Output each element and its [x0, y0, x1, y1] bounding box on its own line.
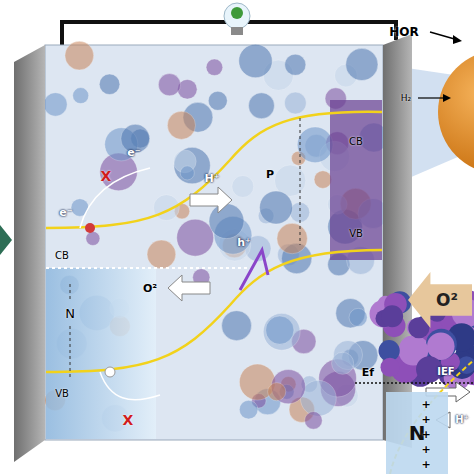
arrow-head: [443, 94, 451, 102]
particle: [260, 191, 293, 224]
p-band: [330, 100, 382, 260]
particle: [180, 166, 194, 180]
particle: [206, 59, 223, 76]
diagram-label: h⁺: [237, 237, 251, 248]
particle: [248, 93, 274, 119]
diagram-label: +: [421, 459, 430, 470]
particle: [458, 356, 474, 374]
particle: [239, 44, 272, 77]
diagram-label: e⁻: [127, 147, 140, 158]
particle: [65, 41, 94, 70]
electron-path: [80, 168, 150, 228]
particle: [147, 240, 176, 269]
particle: [346, 48, 378, 80]
particle: [232, 176, 254, 198]
diagram-label: e⁻: [59, 207, 72, 218]
diagram-label: H⁺: [204, 173, 219, 184]
bulb: [224, 3, 250, 29]
gap-line: [300, 118, 301, 245]
bulb-base: [231, 27, 243, 35]
particle: [167, 111, 195, 139]
particle: [305, 412, 323, 430]
band-shape: [386, 392, 448, 474]
diagram-label: CB: [349, 137, 363, 147]
diagram-label: VB: [55, 389, 69, 399]
arrow-shape: [408, 272, 472, 328]
particle: [381, 305, 403, 327]
diagram-label: Ef: [362, 367, 374, 378]
arrow-line: [418, 97, 446, 98]
particle: [177, 219, 214, 256]
diagram-label: CB: [55, 251, 69, 261]
particle: [99, 74, 120, 95]
node-label: O²: [436, 292, 458, 309]
particle: [380, 358, 399, 377]
particle: [158, 74, 180, 96]
particle: [284, 92, 306, 114]
n-band: [46, 268, 156, 439]
particle: [239, 400, 258, 419]
particle: [71, 199, 89, 217]
cell-body: [45, 45, 383, 440]
gap-line: [70, 284, 71, 300]
diagram-label: P: [266, 169, 274, 180]
particle: [268, 383, 286, 401]
fermi-line: [46, 267, 250, 269]
hole-arrow: [240, 250, 268, 290]
particle: [86, 231, 100, 245]
diagram-label: +: [421, 444, 430, 455]
diagram-label: IEF: [437, 367, 454, 377]
diagram-label: VB: [349, 229, 363, 239]
side-arrow: [0, 225, 12, 255]
o-arrow: [168, 275, 210, 301]
particle: [44, 93, 68, 117]
particle: [349, 308, 367, 326]
particle: [426, 329, 457, 360]
particle: [73, 88, 89, 104]
particle: [263, 313, 300, 350]
right-electrode: [383, 34, 412, 448]
h-arrow: [190, 187, 232, 213]
diagram-label: N: [65, 307, 75, 320]
diagram-label: +: [421, 399, 430, 410]
n-band: N: [386, 392, 448, 474]
particle: [266, 316, 294, 344]
particle: [208, 91, 227, 110]
hole: [105, 367, 115, 377]
diagram-label: H₂: [401, 94, 411, 103]
bulb-tree: [231, 7, 243, 19]
particle: [209, 204, 244, 239]
particle: [314, 171, 332, 189]
diagram-label: O²: [143, 283, 157, 294]
particle: [332, 352, 354, 374]
diagram-label: HOR: [389, 26, 418, 38]
gap-line: [70, 326, 71, 380]
diagram-label: X: [123, 413, 134, 427]
diagram-label: X: [101, 169, 112, 183]
left-electrode: [14, 45, 45, 462]
diagram-label: H⁺: [455, 415, 469, 425]
particle: [222, 311, 252, 341]
diagram-label: +: [421, 414, 430, 425]
particle: [277, 223, 308, 254]
diagram-label: +: [421, 429, 430, 440]
band-curve: [46, 250, 382, 372]
band-curve: [46, 112, 382, 228]
particle: [285, 54, 306, 75]
o2-arrow: O²: [408, 272, 472, 328]
catalyst-sphere: [438, 50, 474, 174]
electron: [85, 223, 95, 233]
particle: [427, 332, 455, 360]
particle: [297, 127, 333, 163]
arrow-head: [453, 35, 462, 44]
